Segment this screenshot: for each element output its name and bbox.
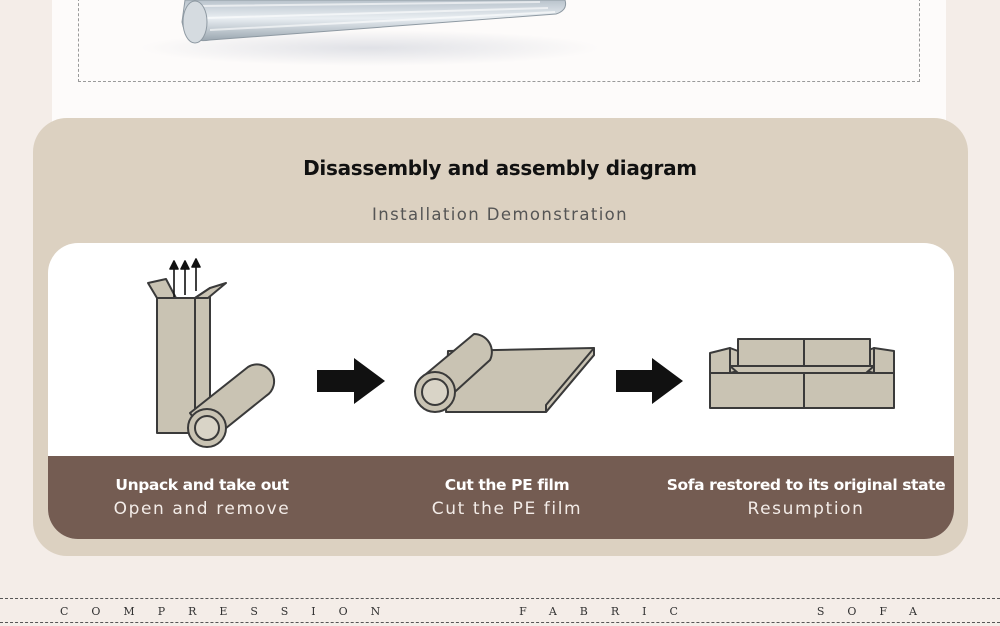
steps-panel: Unpack and take out Open and remove Cut … (48, 243, 954, 539)
diagram-title: Disassembly and assembly diagram (303, 156, 697, 180)
step-subtitle: Open and remove (113, 499, 291, 519)
step-title: Cut the PE film (444, 476, 570, 494)
footer-word: COMPRESSION (60, 604, 404, 618)
step-subtitle: Cut the PE film (431, 499, 583, 519)
footer-word: SOFA (816, 604, 940, 618)
step-title: Sofa restored to its original state (666, 476, 946, 494)
step-label-2: Cut the PE film Cut the PE film (357, 476, 657, 519)
footer-divider-top (0, 598, 1000, 599)
compressed-roll-photo (140, 0, 600, 66)
arrow-right-icon (616, 358, 683, 404)
steps-label-band (48, 456, 954, 539)
top-dashed-frame (78, 0, 920, 82)
footer-divider-bottom (0, 622, 1000, 623)
diagram-subtitle: Installation Demonstration (371, 205, 629, 224)
step-label-1: Unpack and take out Open and remove (52, 476, 352, 519)
footer-word: FABRIC (519, 604, 701, 618)
restored-sofa-icon (709, 338, 895, 409)
step-subtitle: Resumption (747, 499, 865, 519)
unrolling-sofa-icon (414, 333, 595, 413)
step-title: Unpack and take out (115, 476, 289, 494)
step-label-3: Sofa restored to its original state Resu… (656, 476, 954, 519)
box-with-rolled-sofa-icon (147, 258, 276, 448)
footer-tagline: COMPRESSION FABRIC SOFA (60, 601, 940, 621)
steps-illustration (147, 258, 895, 448)
arrow-right-icon (317, 358, 385, 404)
